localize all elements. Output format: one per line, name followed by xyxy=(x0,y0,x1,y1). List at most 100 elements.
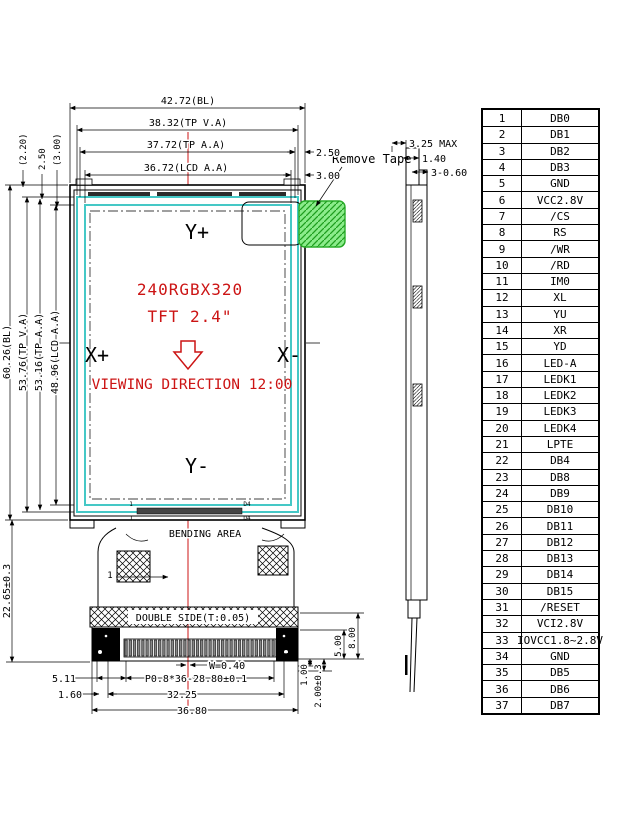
bend-leader-left xyxy=(125,533,149,542)
pin-table: 1 DB0 2 DB1 3 DB2 4 DB3 5 GND 6 VCC2.8V … xyxy=(481,108,604,715)
dim-step: 3-0.60 xyxy=(431,168,467,179)
double-side-label-bg xyxy=(128,610,258,624)
table-row: 21 LPTE xyxy=(483,435,598,453)
dim-left-small3: (3.00) xyxy=(53,133,63,166)
dim-100: 1.00 xyxy=(300,664,310,686)
pin-number: 33 xyxy=(483,632,522,648)
viewing-direction-arrow-icon xyxy=(172,340,204,371)
dim-tape: 1.40 xyxy=(422,154,446,165)
pin-signal: RS xyxy=(553,226,567,240)
pin-number: 20 xyxy=(483,420,522,436)
pin-number: 23 xyxy=(483,469,522,485)
dim-height-tp-va: 53.76(TP V.A) xyxy=(18,313,29,391)
side-tail-1 xyxy=(409,617,413,693)
table-row: 14 XR xyxy=(483,321,598,339)
pin-number: 22 xyxy=(483,453,522,469)
pin-signal: DB12 xyxy=(546,535,574,549)
pin-first-label: 1 xyxy=(112,653,117,662)
pin-number: 27 xyxy=(483,534,522,551)
pin-number: 34 xyxy=(483,648,522,665)
pin-number: 28 xyxy=(483,551,522,567)
dim-800: 8.00 xyxy=(348,627,358,649)
table-row: 33 IOVCC1.8~2.8V xyxy=(483,631,604,648)
table-row: 18 LEDK2 xyxy=(483,387,598,404)
pin-number: 3 xyxy=(483,143,522,159)
table-row: 2 DB1 xyxy=(483,126,598,143)
pad-dot xyxy=(284,650,288,654)
table-row: 12 XL xyxy=(483,289,598,306)
table-row: 13 YU xyxy=(483,305,598,322)
pin-number: 35 xyxy=(483,665,522,681)
table-row: 8 RS xyxy=(483,224,598,241)
bottom-dimensions: W=0.40 5.11 P0.8*36-28.80±0.1 1.60 32.25… xyxy=(50,612,364,719)
pin-number: 2 xyxy=(483,127,522,143)
dim-width-tp-va: 38.32(TP V.A) xyxy=(149,118,227,129)
side-pad-3 xyxy=(412,383,423,407)
pin-number: 15 xyxy=(483,339,522,355)
dim-right-top1: 2.50 xyxy=(316,148,340,159)
dim-right-top2: 3.00 xyxy=(316,171,340,182)
dim-160: 1.60 xyxy=(58,690,82,701)
panel-resolution-label: 240RGBX320 xyxy=(137,280,243,299)
table-row: 11 IM0 xyxy=(483,272,598,290)
dim-pin-width: W=0.40 xyxy=(209,661,245,672)
glass-contact-strip xyxy=(136,507,243,515)
remove-tape-label: Remove Tape xyxy=(332,152,411,166)
dim-width-tp-aa: 37.72(TP A.A) xyxy=(147,140,225,151)
pin-signal: DB4 xyxy=(550,454,570,468)
table-row: 35 DB5 xyxy=(483,664,598,681)
axis-x-plus: X+ xyxy=(85,343,109,367)
front-view: Remove Tape Y+ Y- X+ X- 240RGBX320 TFT 2… xyxy=(1,95,412,719)
pin-signal: LEDK1 xyxy=(543,372,577,386)
side-pad-2 xyxy=(412,285,423,309)
table-row: 28 DB13 xyxy=(483,550,598,567)
contact-strip-first: 1 xyxy=(129,501,133,508)
pin-number: 8 xyxy=(483,225,522,241)
pin-number: 16 xyxy=(483,355,522,371)
table-row: 16 LED-A xyxy=(483,354,598,371)
top-tab-right xyxy=(283,178,301,186)
dim-height-bl: 60.26(BL) xyxy=(2,325,13,379)
pin-number: 10 xyxy=(483,257,522,273)
pin-signal: /RESET xyxy=(540,601,580,615)
table-row: 4 DB3 xyxy=(483,158,598,176)
pin-number: 12 xyxy=(483,290,522,306)
pad-dot xyxy=(104,634,108,638)
dim-left-small1: (2.20) xyxy=(19,133,29,166)
dim-height-lcd-aa: 48.96(LCD A.A) xyxy=(50,310,61,394)
axis-x-minus: X- xyxy=(277,343,301,367)
dim-width-bl: 42.72(BL) xyxy=(161,96,215,107)
left-dimensions: 60.26(BL) 53.76(TP V.A) 53.16(TP A.A) 48… xyxy=(1,184,90,663)
pin-signal: IOVCC1.8~2.8V xyxy=(516,633,604,647)
pin-number: 19 xyxy=(483,404,522,420)
dim-width-lcd-aa: 36.72(LCD A.A) xyxy=(144,163,228,174)
pin-number: 7 xyxy=(483,208,522,225)
pin-signal: DB10 xyxy=(546,503,574,517)
table-row: 20 LEDK4 xyxy=(483,419,598,436)
side-bottom-step xyxy=(407,599,421,619)
table-row: 31 /RESET xyxy=(483,598,598,616)
pin-signal: YD xyxy=(553,340,567,354)
table-row: 37 DB7 xyxy=(483,696,598,713)
pin-number: 26 xyxy=(483,518,522,534)
flex-edge-left xyxy=(97,527,117,607)
side-view: 3.25 MAX 1.40 3-0.60 xyxy=(391,138,469,693)
table-row: 1 DB0 xyxy=(483,110,598,127)
table-row: 34 GND xyxy=(483,647,598,665)
pin-signal: XL xyxy=(553,291,567,305)
pin-number: 18 xyxy=(483,388,522,404)
pad-dot xyxy=(98,650,102,654)
dim-3680: 36.80 xyxy=(177,706,207,717)
pin-number: 4 xyxy=(483,159,522,176)
pin-number: 21 xyxy=(483,436,522,453)
table-row: 23 DB8 xyxy=(483,468,598,485)
table-row: 5 GND xyxy=(483,175,598,192)
pin-signal: DB7 xyxy=(550,698,570,712)
pin-signal: DB15 xyxy=(546,584,574,598)
bottom-tab-right xyxy=(280,519,306,529)
pin-number: 9 xyxy=(483,241,522,257)
pin-signal: LED-A xyxy=(543,356,577,370)
dim-height-tp-aa: 53.16(TP A.A) xyxy=(34,313,45,391)
pin-number: 17 xyxy=(483,371,522,388)
viewing-direction-label: VIEWING DIRECTION 12:00 xyxy=(92,377,293,393)
